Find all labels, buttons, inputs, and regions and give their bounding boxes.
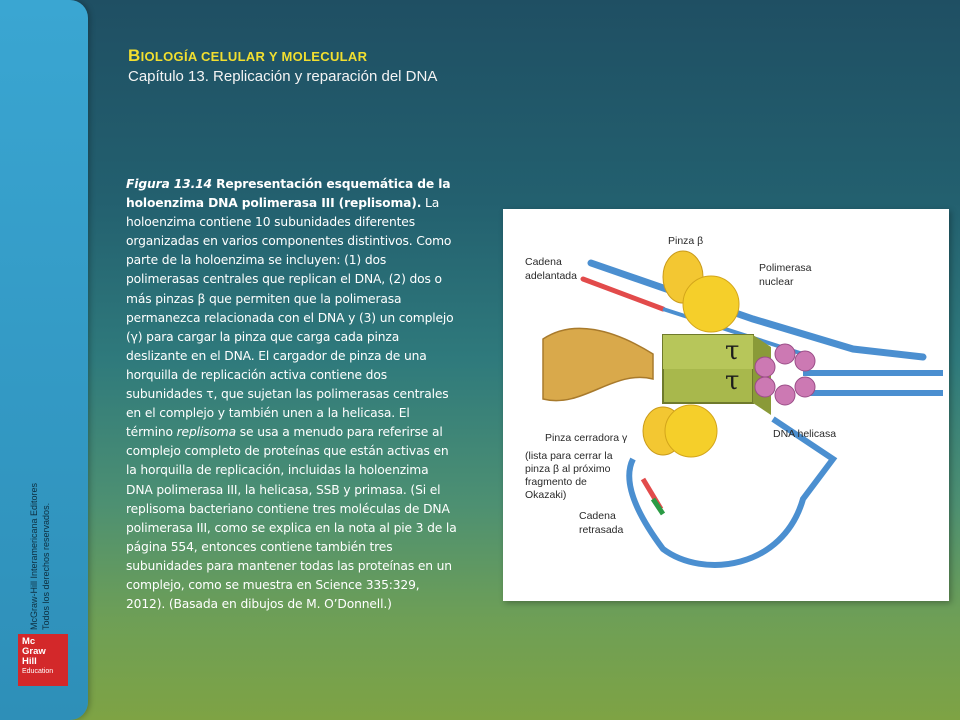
figure-caption: Figura 13.14 Representación esquemática …	[126, 175, 458, 614]
label-tau-2: τ	[725, 366, 739, 396]
logo-line-2: Graw	[22, 646, 46, 657]
lagging-strand-loop	[626, 416, 838, 568]
polymerase-bottom	[664, 404, 718, 458]
logo-line-3: Hill	[22, 656, 37, 667]
helicase-subunit	[774, 343, 796, 365]
label-cadena-adelantada-2: adelantada	[525, 270, 577, 282]
book-title-initial: B	[128, 46, 141, 65]
label-cadena-adelantada-1: Cadena	[525, 256, 562, 268]
leading-strand-rna	[580, 276, 666, 312]
helicase-subunit	[774, 384, 796, 406]
copyright-line-1: McGraw-Hill Interamericana Editores	[29, 482, 39, 630]
polymerase-top	[682, 275, 740, 333]
label-polimerasa-1: Polimerasa	[759, 262, 812, 274]
sidebar: McGraw-Hill Interamericana Editores Todo…	[0, 0, 88, 720]
label-pinza-cerradora: Pinza cerradora γ	[545, 432, 628, 444]
book-title: BIOLOGÍA CELULAR Y MOLECULAR	[128, 46, 437, 66]
logo-line-4: Education	[22, 668, 54, 675]
clamp-loader	[542, 327, 654, 402]
label-cadena-retrasada-1: Cadena	[579, 510, 616, 522]
okazaki-primer	[650, 497, 666, 516]
book-title-rest: IOLOGÍA CELULAR Y MOLECULAR	[140, 49, 368, 64]
caption-text-1: La holoenzima contiene 10 subunidades di…	[126, 196, 454, 440]
label-pinza-beta: Pinza β	[668, 235, 703, 247]
logo-line-1: Mc	[22, 636, 36, 647]
figure-ref: Figura 13.14	[126, 177, 212, 191]
caption-italic-term: replisoma	[176, 425, 237, 440]
chapter-subtitle: Capítulo 13. Replicación y reparación de…	[128, 68, 438, 85]
caption-text-2: se usa a menudo para referirse al comple…	[126, 425, 457, 612]
label-dna-helicasa: DNA helicasa	[773, 428, 836, 440]
mcgraw-hill-logo: Mc Graw Hill Education	[18, 634, 68, 686]
copyright-line-2: Todos los derechos reservados.	[41, 502, 51, 630]
label-lista-4: Okazaki)	[525, 489, 566, 501]
label-tau-1: τ	[725, 336, 739, 366]
copyright-notice: McGraw-Hill Interamericana Editores Todo…	[28, 410, 74, 630]
helicase-subunit	[754, 376, 776, 398]
label-lista-1: (lista para cerrar la	[525, 450, 613, 462]
page-header: BIOLOGÍA CELULAR Y MOLECULAR Capítulo 13…	[128, 46, 437, 85]
caption-bold-title: Representación esquemática de la holoenz…	[126, 177, 451, 211]
helicase-subunit	[794, 350, 816, 372]
replisome-diagram: Pinza β Cadena adelantada Polimerasa nuc…	[525, 235, 943, 568]
label-lista-3: fragmento de	[525, 476, 587, 488]
replisome-figure: Pinza β Cadena adelantada Polimerasa nuc…	[503, 209, 949, 601]
label-lista-2: pinza β al próximo	[525, 463, 611, 475]
label-polimerasa-2: nuclear	[759, 276, 794, 288]
label-cadena-retrasada-2: retrasada	[579, 524, 624, 536]
core-complex-top	[663, 335, 753, 369]
helicase-subunit	[754, 356, 776, 378]
helicase-subunit	[794, 376, 816, 398]
